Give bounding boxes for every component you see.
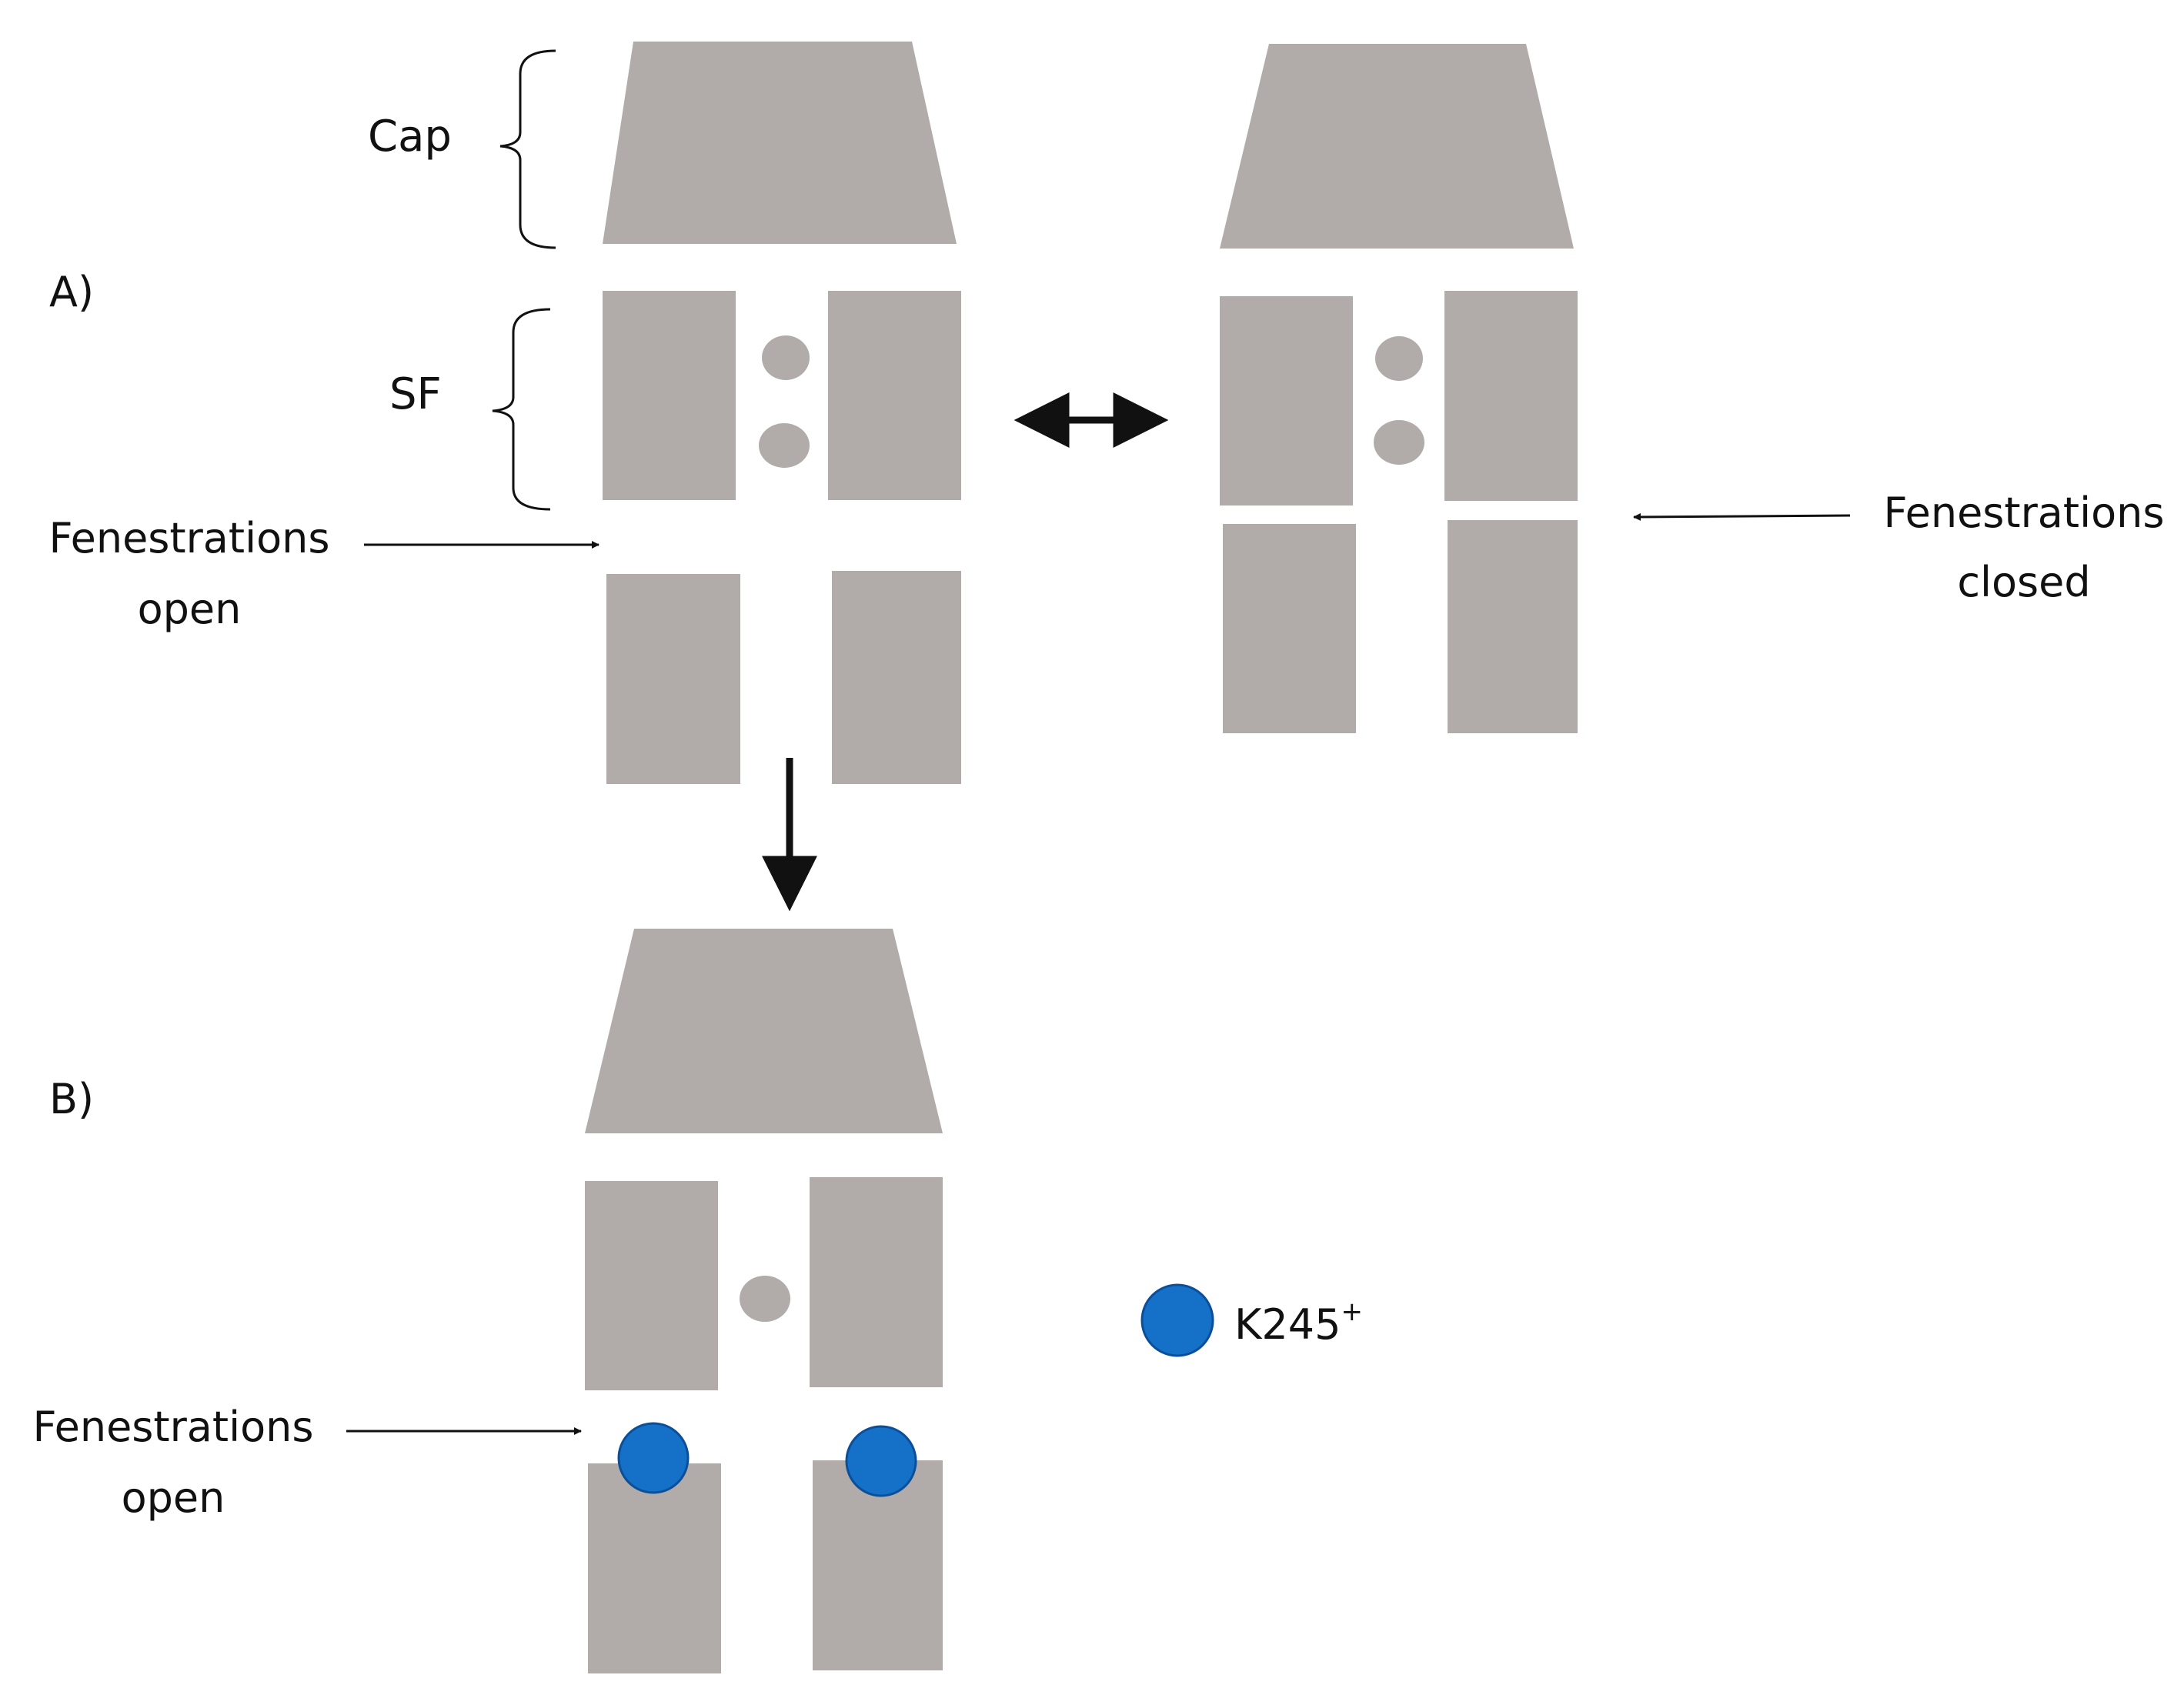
cap-label: Cap <box>368 112 452 162</box>
panel-b-fenestrations-label: Fenestrations <box>33 1403 314 1451</box>
k245-residue-left <box>617 1422 690 1494</box>
k245-residue-right <box>845 1425 917 1497</box>
sf-brace <box>492 308 551 511</box>
fenestrations-open-label: Fenestrations <box>49 514 330 562</box>
ion-upper <box>1375 336 1423 381</box>
lower-right-block <box>1448 520 1578 733</box>
panel-a-label: A) <box>49 268 94 316</box>
sf-left-block <box>603 291 736 500</box>
panel-b-label: B) <box>49 1075 94 1123</box>
sf-label: SF <box>389 369 442 419</box>
legend-residue: K245 <box>1234 1300 1341 1349</box>
fenestrations-closed-label-2: closed <box>1957 558 2090 606</box>
sf-right-block <box>1444 291 1578 501</box>
panel-b-fenestrations-label-2: open <box>122 1473 225 1522</box>
panel-a-open-channel <box>603 42 961 784</box>
lower-left-block <box>606 574 740 784</box>
lower-right-block <box>832 571 961 784</box>
sf-right-block <box>810 1177 943 1387</box>
lower-left-block <box>588 1463 721 1673</box>
ion-upper <box>762 335 810 380</box>
lower-left-block <box>1223 524 1356 733</box>
sf-left-block <box>585 1181 718 1390</box>
cap-brace <box>499 49 556 249</box>
cap-domain <box>603 42 957 244</box>
ion <box>740 1276 790 1322</box>
fenestrations-closed-label: Fenestrations <box>1884 489 2165 537</box>
sf-left-block <box>1220 296 1353 506</box>
legend-k245-icon <box>1140 1283 1214 1357</box>
ion-lower <box>1374 420 1424 465</box>
legend-k245-label: K245+ <box>1234 1296 1363 1349</box>
sf-right-block <box>828 291 961 500</box>
legend-charge: + <box>1341 1296 1363 1327</box>
legend: K245+ <box>1140 1283 1363 1357</box>
fenestrations-closed-arrow <box>1633 512 1851 521</box>
panel-b-channel <box>585 929 943 1673</box>
cap-domain <box>1220 44 1574 249</box>
cap-domain <box>585 929 943 1133</box>
ion-lower <box>759 423 810 468</box>
fenestrations-open-label-2: open <box>138 585 242 633</box>
panel-a-closed-channel <box>1220 44 1578 733</box>
